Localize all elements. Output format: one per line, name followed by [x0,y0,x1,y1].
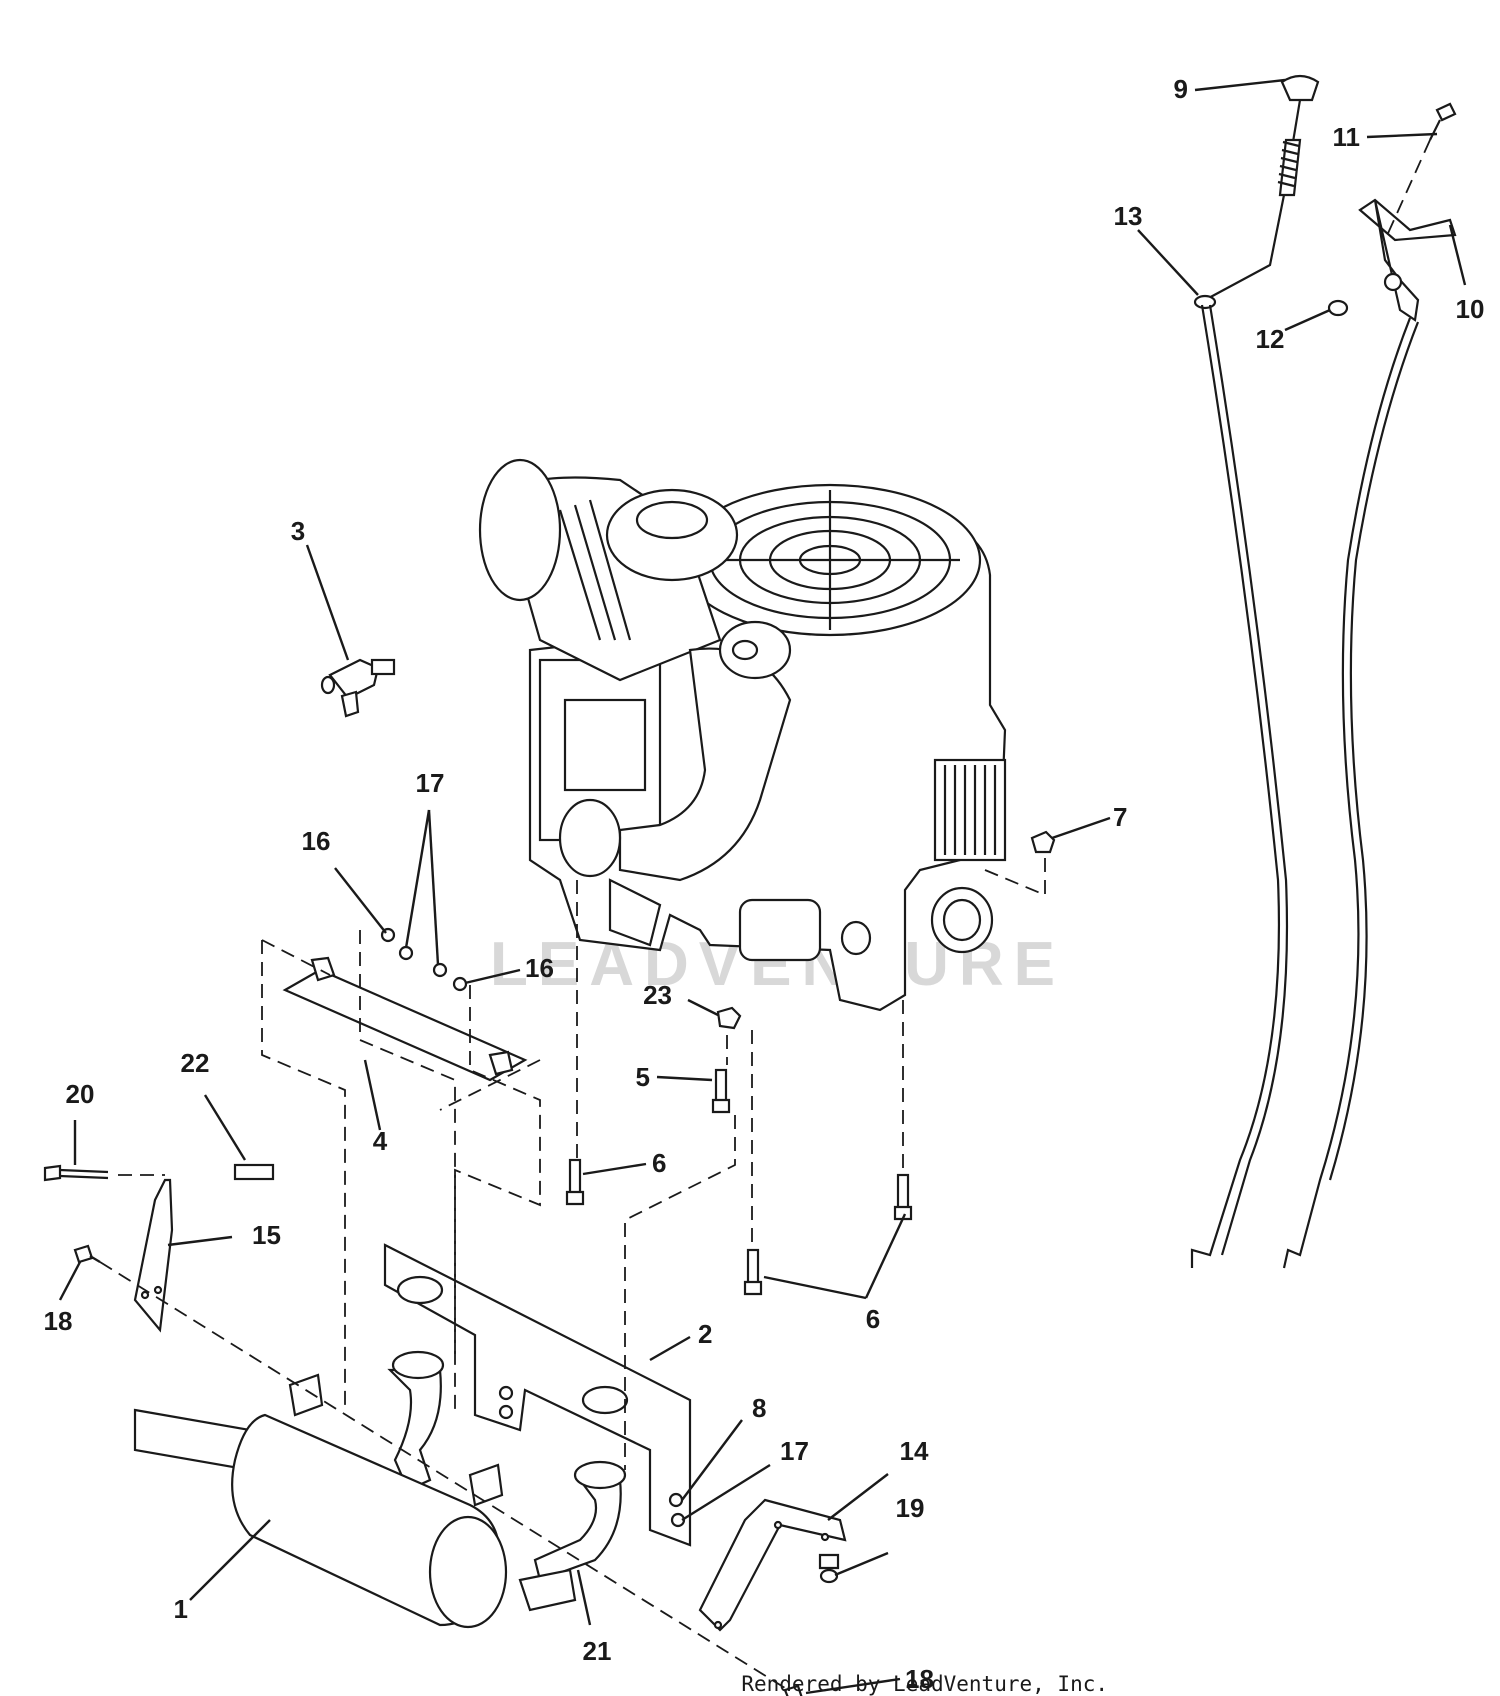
callout-2: 2 [698,1319,712,1349]
nut-17-right [432,962,448,978]
bolt-6-a [565,1158,585,1206]
callout-6-upper: 6 [652,1148,666,1178]
callout-16-upper: 16 [302,826,331,856]
bolt-20 [43,1164,62,1182]
washer-shield [498,1404,514,1420]
leader-lines [58,78,1467,1695]
callout-numbers: 1 2 3 4 5 6 6 7 8 9 10 11 12 13 14 15 16… [44,74,1485,1694]
muffler-bracket-left [133,1178,174,1333]
fuel-fitting [320,658,396,718]
assembly-dashed-lines [99,139,1431,1689]
spacer-22 [233,1163,275,1181]
intake-elbow [558,620,792,882]
heat-shield-upper [282,956,528,1082]
engine-assembly [478,458,1007,1012]
nut-shield [498,1385,514,1401]
callout-10: 10 [1456,294,1485,324]
nut-17-left [398,945,414,961]
callout-23: 23 [643,980,672,1010]
bolt-19 [818,1553,840,1570]
callout-9: 9 [1174,74,1188,104]
nut-7 [1030,830,1056,854]
air-cleaner [478,458,739,682]
callout-21: 21 [583,1636,612,1666]
choke-cable [1190,74,1320,1268]
callout-19: 19 [896,1493,925,1523]
cable-screw-11 [1429,102,1457,141]
callout-6-lower: 6 [866,1304,880,1334]
screw-5 [711,1068,731,1114]
muffler-bracket-right [698,1498,847,1632]
callout-8: 8 [752,1393,766,1423]
choke-knob [1280,74,1320,102]
heat-shield-lower [383,1243,692,1547]
throttle-cable-bracket [1282,198,1457,1269]
nut-23 [716,1006,742,1030]
bolt-18-left [73,1244,94,1264]
cable-clip-12 [1327,299,1349,317]
bolt-18-right [783,1684,803,1696]
muffler [133,1373,577,1629]
bolt-6-c [743,1248,763,1296]
callout-17-lower: 17 [780,1436,809,1466]
callout-18-left: 18 [44,1306,73,1336]
credit-line: Rendered by LeadVenture, Inc. [741,1672,1108,1696]
callout-14: 14 [900,1436,929,1466]
cooling-fins [933,758,1007,862]
callout-18-right: 18 [905,1664,934,1694]
hardware [43,830,1056,1696]
oil-filter [930,886,994,954]
exhaust-pipe [387,1350,627,1582]
callout-4: 4 [373,1126,388,1156]
washer-16-right [452,976,468,992]
callout-17-upper: 17 [416,768,445,798]
callout-7: 7 [1113,802,1127,832]
callout-3: 3 [291,516,305,546]
blower-housing-screen [678,483,982,637]
washer-8 [668,1492,684,1508]
callout-11: 11 [1333,122,1361,152]
callout-1: 1 [174,1594,188,1624]
callout-12: 12 [1256,324,1285,354]
callout-13: 13 [1114,201,1143,231]
callout-5: 5 [636,1062,650,1092]
callout-15: 15 [252,1220,281,1250]
callout-20: 20 [66,1079,95,1109]
callout-16-lower: 16 [525,953,554,983]
bolt-6-b [893,1173,913,1221]
callout-22: 22 [181,1048,210,1078]
oil-filter-housing [738,898,822,962]
